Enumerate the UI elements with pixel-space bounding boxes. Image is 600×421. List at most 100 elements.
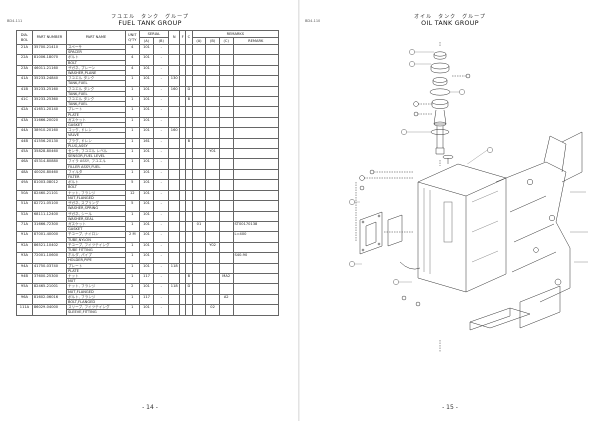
row-remark [232, 148, 280, 160]
row-part-number: 86521-10402 [31, 241, 67, 254]
row-part-number: 40020-80460 [31, 168, 67, 181]
row-part-number: 81006-18070 [31, 54, 67, 66]
row-serial-a: 101 [138, 158, 155, 170]
row-n [168, 272, 181, 285]
row-ref: 50A [16, 189, 33, 202]
row-part-number: 41556-20130 [31, 137, 67, 150]
row-remarks-a [191, 127, 207, 139]
row-serial-a: 161 [138, 137, 155, 150]
row-part-name-jp: コック, ドレン [65, 127, 127, 134]
row-remark [232, 64, 280, 77]
row-remarks-c [218, 220, 234, 233]
row-ref: 48A [16, 168, 33, 181]
oil-tank-exploded-diagram [349, 42, 588, 352]
row-remarks-c [218, 168, 234, 181]
row-part-number: 35233-24840 [31, 75, 67, 87]
row-part-name-jp: フイラ ASSY, フユエル [65, 158, 127, 165]
row-serial-b: - [153, 116, 170, 129]
row-qty: 1 [125, 272, 140, 285]
row-part-number: 35233-25160 [31, 85, 67, 98]
row-remarks-c [218, 210, 234, 222]
row-remarks-c [218, 127, 234, 139]
row-part-number: 35233-25360 [31, 96, 67, 108]
machine-frame [495, 131, 588, 329]
row-ref: 95A [16, 283, 33, 295]
row-remarks-c [218, 116, 234, 129]
row-serial-b: - [153, 220, 170, 233]
row-part-number: 45314-80880 [31, 158, 67, 170]
row-remark [232, 85, 280, 98]
header-part-number: PART NUMBER [31, 30, 67, 45]
row-part-name-jp: スペーサ [65, 43, 127, 51]
row-ref: 42A [16, 106, 33, 118]
row-serial-b: - [153, 43, 170, 56]
row-part-number: 41651-20140 [31, 106, 67, 118]
row-qty: 1 [125, 148, 140, 160]
row-remarks-b [205, 252, 220, 264]
row-serial-b: - [153, 272, 170, 285]
right-page: BD4-110 オイル タンク グループ OIL TANK GROUP [300, 0, 600, 421]
row-remarks-a [191, 293, 207, 306]
row-remark [232, 54, 280, 66]
row-remarks-c: MA2 [218, 272, 234, 285]
row-n [168, 252, 181, 264]
row-remarks-b [205, 96, 220, 108]
row-n [168, 106, 181, 118]
row-remarks-b [205, 158, 220, 170]
row-serial-a: 101 [138, 148, 155, 160]
row-remarks-b: Y01 [205, 148, 220, 160]
row-qty: 1 [125, 210, 140, 222]
row-serial-a: 117 [138, 272, 155, 285]
row-remarks-a [191, 168, 207, 181]
row-qty: 1 [125, 241, 140, 254]
row-remarks-b [205, 85, 220, 98]
row-ref: 52A [16, 210, 33, 222]
row-remarks-b [205, 220, 220, 233]
row-part-name-jp: センサ, フユエル レベル [65, 148, 127, 155]
row-ref: 92A [16, 241, 33, 254]
table-row-continuation: WASHER,SPRING [17, 205, 279, 212]
title-japanese: フユエル タンク グループ [111, 14, 189, 20]
row-n [168, 200, 181, 212]
row-remarks-c [218, 148, 234, 160]
row-remarks-b [205, 293, 220, 306]
row-remark [232, 210, 280, 222]
row-remarks-b: Y02 [205, 241, 220, 254]
row-qty: 1 [125, 304, 140, 316]
row-remarks-c [218, 200, 234, 212]
row-ref: 43A [16, 116, 33, 129]
row-qty: 1 [125, 96, 140, 108]
row-remarks-c [218, 75, 234, 87]
drain-plate-assembly [359, 211, 414, 255]
row-n [168, 189, 181, 202]
row-remarks-a: 01 [191, 220, 207, 233]
row-part-name-jp: ナット, フランジ [65, 283, 127, 290]
row-serial-a: 101 [138, 106, 155, 118]
row-remark [232, 137, 280, 150]
row-remarks-a [191, 148, 207, 160]
row-serial-a: 101 [138, 189, 155, 202]
row-part-name-jp: フイルタ [65, 168, 127, 176]
row-part-number: 72001-10600 [31, 252, 67, 264]
row-serial-a: 101 [138, 127, 155, 139]
row-remarks-a [191, 189, 207, 202]
row-remarks-a [191, 106, 207, 118]
row-remarks-c: A2 [218, 293, 234, 306]
row-n [168, 137, 181, 150]
row-remark [232, 158, 280, 170]
row-part-name-jp: ナット, フランジ [65, 189, 127, 196]
row-remarks-c [218, 96, 234, 108]
row-n: 160 [168, 127, 181, 139]
row-remarks-c [218, 54, 234, 66]
